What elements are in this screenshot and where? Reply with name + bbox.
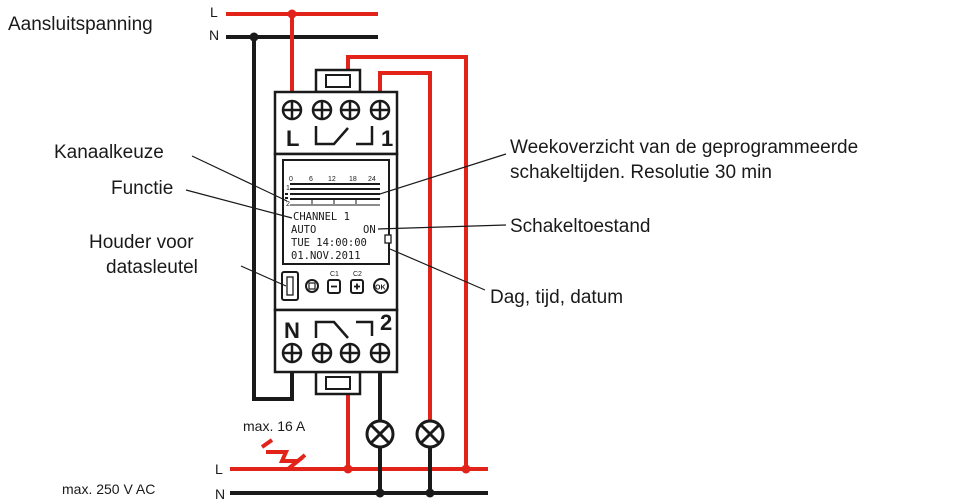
menu-button[interactable] — [305, 279, 319, 293]
weekly-timeline: 0 6 12 18 24 — [289, 176, 380, 206]
callout-houder-2: datasleutel — [106, 257, 198, 278]
lcd-mode: AUTO — [291, 224, 316, 236]
terminal-2-label: 2 — [380, 310, 392, 335]
callout-schakeltoestand: Schakeltoestand — [510, 216, 651, 237]
svg-text:1: 1 — [286, 185, 290, 192]
channel-indicator: 1 2 — [285, 185, 290, 208]
supply-top-n: N — [209, 27, 219, 43]
top-screws — [281, 99, 391, 121]
callout-weekoverzicht-2: schakeltijden. Resolutie 30 min — [510, 162, 772, 183]
svg-text:OK: OK — [375, 285, 386, 292]
supply-top-label: Aansluitspanning — [8, 14, 153, 35]
supply-bottom-label: max. 250 V AC — [62, 481, 155, 497]
callout-functie: Functie — [111, 178, 173, 199]
timeline-tick-0: 0 — [289, 176, 293, 183]
relay-1-symbol — [314, 126, 374, 146]
callout-dag-tijd-datum: Dag, tijd, datum — [490, 287, 623, 308]
minus-button[interactable] — [327, 279, 341, 294]
timeline-tick-12: 12 — [328, 176, 336, 183]
lcd-state: ON — [363, 224, 376, 236]
terminal-n-label: N — [284, 318, 300, 343]
callout-houder-1: Houder voor — [89, 232, 194, 253]
callout-kanaalkeuze: Kanaalkeuze — [54, 142, 164, 163]
mains-switch: max. 16 A — [243, 418, 307, 471]
ok-button[interactable]: OK — [373, 278, 389, 294]
lcd-state-marker — [384, 234, 392, 244]
lcd-day-time: TUE 14:00:00 — [291, 237, 367, 249]
relay-2-symbol — [314, 320, 374, 339]
timeline-tick-18: 18 — [349, 176, 357, 183]
timeline-tick-24: 24 — [368, 176, 376, 183]
lcd-date: 01.NOV.2011 — [291, 250, 361, 262]
datakey-holder — [281, 271, 299, 301]
timeline-tick-6: 6 — [309, 176, 313, 183]
plus-button[interactable] — [350, 279, 364, 294]
supply-bottom-n: N — [215, 486, 225, 502]
lcd-window — [282, 159, 390, 265]
terminal-l-label: L — [286, 126, 299, 151]
supply-top-l: L — [210, 4, 218, 20]
timer-device: L 1 N 2 0 6 12 18 24 — [273, 68, 399, 396]
supply-bottom-l: L — [215, 461, 223, 477]
svg-text:2: 2 — [286, 201, 290, 208]
callouts: Kanaalkeuze Functie Houder voor datasleu… — [54, 137, 858, 308]
lcd-channel: CHANNEL 1 — [293, 211, 350, 223]
bottom-screws — [281, 342, 391, 364]
callout-weekoverzicht-1: Weekoverzicht van de geprogrammeerde — [510, 137, 858, 158]
terminal-1-label: 1 — [381, 126, 393, 151]
button-c2-label: C2 — [353, 271, 362, 278]
switch-lever — [260, 438, 307, 471]
lamp-1 — [365, 419, 395, 449]
button-c1-label: C1 — [330, 271, 339, 278]
switch-label: max. 16 A — [243, 418, 306, 434]
lamp-2 — [415, 419, 445, 449]
leader-lines — [185, 153, 507, 291]
top-supply: Aansluitspanning L N — [8, 4, 378, 43]
